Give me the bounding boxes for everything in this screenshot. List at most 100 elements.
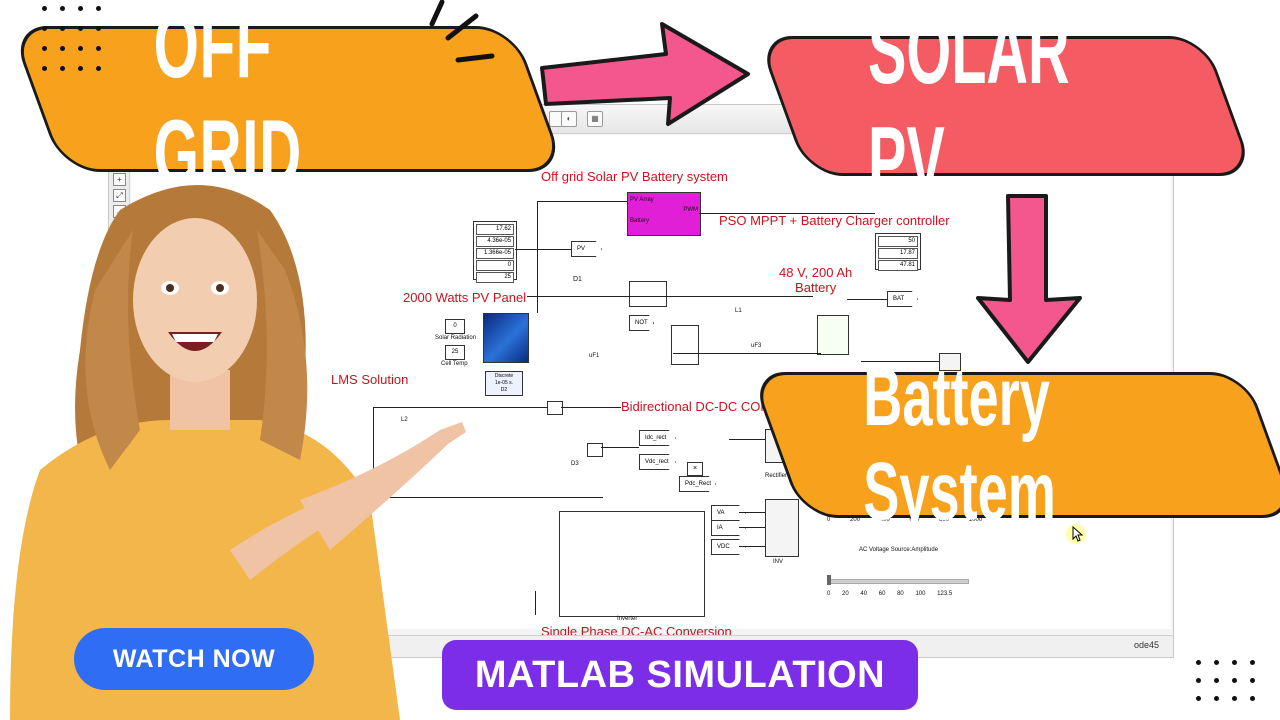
display-value: 50 [878, 236, 918, 247]
display-value: 17.87 [878, 248, 918, 259]
wire [847, 299, 887, 300]
wire [601, 447, 639, 448]
tick: 40 [860, 591, 868, 597]
radiation-constant[interactable]: 0 [445, 319, 465, 334]
wire [699, 213, 875, 214]
dc-dc-switch-block[interactable] [629, 281, 667, 307]
wire [373, 407, 547, 408]
wire [373, 407, 374, 497]
matlab-simulation-label: MATLAB SIMULATION [442, 640, 918, 710]
goto-pdc-rect[interactable]: Pdc_Rect [679, 476, 716, 492]
pv-display[interactable]: 17.62 4.36e-05 1.366e-05 0 25 [473, 221, 517, 283]
tick: 0 [827, 591, 831, 597]
slider-bottom-ticks: 0 20 40 60 80 100 123.5 [827, 591, 952, 597]
slider-top-ticks: 0 200 400 600 800 1000 [827, 517, 982, 523]
wire [373, 497, 603, 498]
pso-mppt-block[interactable]: PV Array Battery PWM [627, 192, 701, 236]
system-title: Off grid Solar PV Battery system [541, 169, 728, 184]
watch-now-button[interactable]: WATCH NOW [74, 628, 314, 690]
wire [673, 353, 821, 354]
powergui-line: 1e-05 s. [494, 380, 514, 386]
mult-block[interactable] [587, 443, 603, 457]
wire [561, 407, 621, 408]
wire [535, 591, 536, 615]
solar-pv-title: SOLAR PV [868, 0, 1070, 214]
temp-constant[interactable]: 25 [445, 345, 465, 360]
pwm-in1-label: PV Array [630, 197, 654, 203]
tick: 600 [909, 517, 920, 523]
goto-idc-rect[interactable]: Idc_rect [639, 430, 676, 446]
display-value: 17.62 [476, 224, 514, 235]
inv-scope[interactable] [765, 499, 799, 557]
amplitude-slider[interactable] [827, 579, 969, 584]
goto-bat[interactable]: BAT [887, 291, 918, 307]
sparkle-icon [429, 0, 495, 63]
goto-pv[interactable]: PV [571, 241, 602, 257]
uf3-label: uF3 [751, 343, 762, 349]
rectifier-label: Rectifier [765, 473, 788, 479]
goto-va[interactable]: VA [711, 505, 746, 521]
lms-label: LMS Solution [331, 372, 409, 387]
pwm-out-label: PWM [683, 207, 698, 213]
tick: 1000 [968, 517, 983, 523]
goto-ia[interactable]: IA [711, 520, 746, 536]
wire [537, 201, 627, 202]
powergui-block[interactable]: Discrete 1e-05 s. D2 [485, 371, 523, 396]
dot-pattern [42, 6, 102, 86]
dot-pattern [1196, 660, 1256, 716]
wire [861, 361, 939, 362]
wire [537, 201, 538, 313]
l2-label: L2 [401, 417, 408, 423]
sum-block[interactable] [547, 401, 563, 415]
display-value: 47.81 [878, 260, 918, 271]
radiation-label: Solar Radiation [435, 335, 477, 341]
l1-label: L1 [735, 308, 742, 314]
display-value: 4.36e-05 [476, 236, 514, 247]
pwm-in2-label: Battery [630, 218, 650, 224]
pv-array-block[interactable] [483, 313, 529, 363]
tick: 20 [842, 591, 849, 597]
battery-display[interactable]: 50 17.87 47.81 [875, 233, 921, 271]
battery-scope[interactable] [939, 353, 961, 371]
tick: 400 [879, 517, 890, 523]
pv-panel-label: 2000 Watts PV Panel [403, 290, 527, 305]
zoom-fit-icon[interactable]: ⤢ [113, 189, 126, 202]
tick: 200 [850, 517, 861, 523]
slider-label: AC Voltage Source:Amplitude [859, 547, 939, 553]
grid-icon[interactable]: ▦ [587, 111, 603, 127]
tick: 0 [827, 517, 831, 523]
sim-settings-icon[interactable]: ◐ [561, 111, 577, 127]
arrow-right-icon [540, 22, 750, 126]
goto-vdc-rect[interactable]: Vdc_rect [639, 454, 676, 470]
off-grid-title: OFF GRID [153, 0, 302, 205]
inverter-block[interactable] [559, 511, 705, 617]
display-value: 25 [476, 272, 514, 283]
tick: 100 [915, 591, 926, 597]
wire [739, 527, 765, 528]
solver-status: ode45 [1133, 640, 1159, 650]
powergui-line: Discrete [494, 373, 514, 379]
display-value: 0 [476, 260, 514, 271]
d1-label: D1 [573, 276, 582, 283]
wire [729, 439, 765, 440]
inv-label: INV [773, 559, 784, 565]
battery-block[interactable] [817, 315, 849, 355]
battery-spec-label: 48 V, 200 Ah Battery [779, 265, 853, 295]
d3-label: D3 [571, 461, 579, 467]
controller-label: PSO MPPT + Battery Charger controller [719, 213, 950, 228]
product-block[interactable]: × [687, 462, 703, 476]
goto-not[interactable]: NOT [629, 315, 654, 331]
bidirectional-label: Bidirectional DC-DC CON [621, 399, 770, 414]
tick: 60 [878, 591, 886, 597]
tick: 800 [939, 517, 950, 523]
wire [739, 546, 765, 547]
zoom-in-icon[interactable]: + [113, 173, 126, 186]
wire [739, 512, 765, 513]
display-value: 1.366e-05 [476, 248, 514, 259]
igbt-block[interactable] [671, 325, 699, 365]
amplitude-slider-thumb[interactable] [827, 575, 831, 585]
goto-vdc[interactable]: VDC [711, 539, 746, 555]
battery-system-title: Battery System [863, 352, 1056, 537]
tick: 123.5 [937, 591, 953, 597]
powergui-line: D2 [500, 387, 508, 393]
